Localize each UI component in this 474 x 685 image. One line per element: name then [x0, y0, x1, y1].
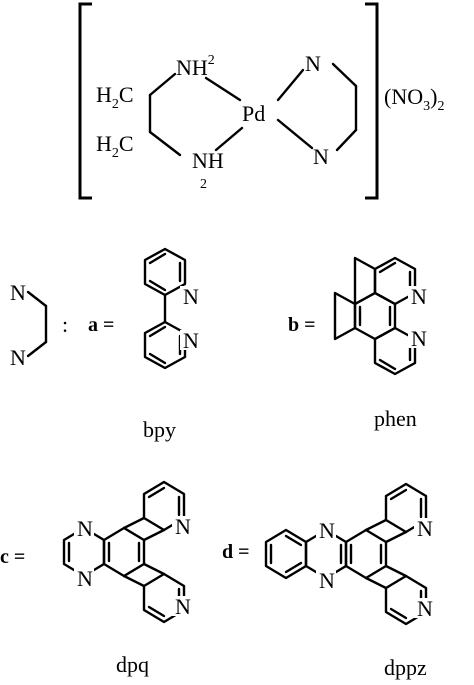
dpq-caption: dpq [116, 652, 149, 677]
dppz-n-pyridine-bottom: N [417, 596, 433, 621]
left-bracket [78, 2, 92, 200]
phen-ring-top-db1 [378, 261, 397, 274]
dpq-n-pyrazine-bottom: N [77, 566, 93, 591]
palladium-complex: NH2 H2C H2C NH 2 Pd N N (NO3)2 [78, 2, 444, 200]
dpq-ring-bottom-db1 [147, 605, 166, 618]
nn-symbol-bond-top [26, 290, 48, 308]
phen-n-bottom: N [411, 326, 427, 351]
dppz-ring-benzo-db3 [284, 561, 303, 574]
bond-n2-pd [214, 126, 244, 152]
dppz-n-pyrazine-top: N [319, 518, 335, 543]
bond-c2-n2 [148, 130, 182, 157]
nh2-bottom-label: NH [192, 148, 224, 173]
dppz-ring-top-db1 [389, 488, 408, 501]
phen-n-top: N [411, 284, 427, 309]
phen-caption: phen [374, 406, 417, 431]
dppz-link-bottom2 [384, 564, 408, 578]
n-right-upper-label: N [305, 51, 321, 76]
bpy-ring-upper-db3 [148, 279, 167, 292]
bpy-structure: N N [143, 247, 200, 370]
phen-n-top-mask [408, 286, 428, 306]
counterion-label: (NO3)2 [384, 84, 444, 114]
dppz-n-pyrazine-bottom: N [319, 568, 335, 593]
bond-n1-pd [204, 76, 242, 102]
dpq-structure: N N N N [62, 480, 192, 624]
bpy-ring-lower-db1 [148, 325, 167, 338]
label-d: d = [222, 541, 250, 563]
bpy-n-top: N [183, 284, 199, 309]
dpq-n2-mask [74, 568, 94, 588]
dppz-n2-mask [316, 570, 336, 590]
dpq-n-pyrazine-top: N [77, 516, 93, 541]
palladium-label: Pd [242, 101, 265, 126]
bpy-caption: bpy [143, 417, 176, 442]
bond-pd-n4 [276, 118, 314, 150]
nn-symbol-bond-bottom [26, 340, 48, 358]
h2c-upper-label: H2C [96, 82, 134, 112]
dppz-structure: N N N N [264, 482, 434, 626]
phen-ring-bottom [373, 326, 417, 376]
dpq-link-top2 [142, 528, 166, 542]
dpq-link-bottom [122, 574, 146, 588]
dpq-n3-mask [172, 516, 192, 536]
dpq-ring-top-db1 [147, 486, 166, 499]
phen-ring-middle-left [353, 256, 377, 306]
dpq-n4-mask [172, 596, 192, 616]
dppz-ring-benzo-db2 [284, 534, 303, 547]
label-c: c = [0, 546, 25, 568]
nn-symbol-n-bottom: N [10, 345, 26, 370]
dpq-n1-mask [74, 518, 94, 538]
dpq-link-top [122, 516, 146, 530]
bond-pd-n3 [276, 68, 305, 102]
dppz-link-top [364, 518, 388, 532]
phen-ring-bottom-db1 [378, 358, 397, 371]
n-right-lower-label: N [313, 144, 329, 169]
dppz-n-pyridine-top: N [417, 516, 433, 541]
h2c-lower-label: H2C [96, 131, 134, 161]
bpy-ring-upper-db1 [148, 252, 167, 265]
dppz-n4-mask [414, 598, 434, 618]
label-a: a = [88, 314, 114, 336]
bpy-n-bottom-mask [180, 330, 200, 350]
label-b: b = [288, 314, 316, 336]
nh2-top-label: NH2 [176, 53, 215, 80]
bond-ch2-n4 [335, 128, 358, 152]
bpy-ring-lower-db3 [148, 352, 167, 365]
nh2-bottom-subscript: 2 [200, 177, 207, 192]
right-bracket [365, 2, 379, 200]
dppz-ring-bottom-db1 [389, 607, 408, 620]
nn-symbol-n-top: N [10, 280, 26, 305]
dpq-link-bottom2 [142, 562, 166, 576]
bond-n3-ch2 [331, 62, 358, 88]
dppz-link-bottom [364, 576, 388, 590]
phen-ring-left [333, 291, 357, 341]
bond-c1-n1 [148, 72, 177, 97]
dppz-n3-mask [414, 518, 434, 538]
phen-structure: N N [333, 256, 428, 376]
dppz-n1-mask [316, 520, 336, 540]
dppz-link-top2 [384, 530, 408, 544]
colon-label: : [62, 312, 68, 337]
bpy-n-bottom: N [183, 328, 199, 353]
dpq-n-pyridine-bottom: N [175, 594, 191, 619]
phen-n-bottom-mask [408, 328, 428, 348]
bpy-n-top-mask [180, 286, 200, 306]
dpq-n-pyridine-top: N [175, 514, 191, 539]
dppz-caption: dppz [384, 655, 427, 680]
diamine-symbol: N N : [10, 280, 68, 370]
